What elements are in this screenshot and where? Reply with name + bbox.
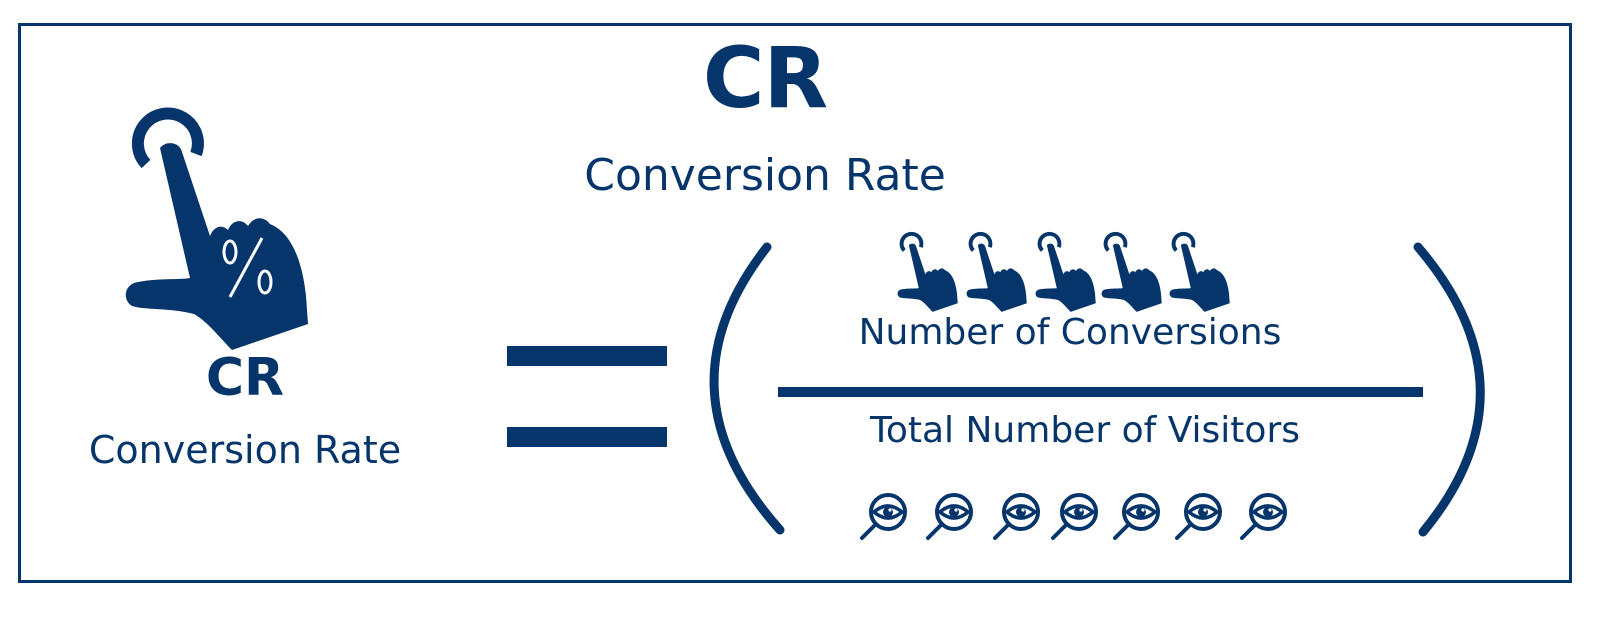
visitor-icons-row	[860, 493, 1287, 540]
numerator-label: Number of Conversions	[858, 312, 1282, 353]
magnifier-eye-icon	[993, 493, 1040, 540]
magnifier-eye-icon	[926, 493, 973, 540]
left-full-name: Conversion Rate	[88, 428, 402, 472]
denominator-label: Total Number of Visitors	[869, 410, 1300, 451]
magnifier-eye-icon	[1051, 493, 1098, 540]
hand-tap-icon	[964, 231, 1029, 314]
magnifier-eye-icon	[860, 493, 907, 540]
hand-tap-icon	[895, 231, 960, 314]
conversion-icons-row	[895, 231, 1232, 314]
fraction-line	[778, 387, 1423, 397]
magnifier-eye-icon	[1240, 493, 1287, 540]
left-abbreviation: CR	[205, 348, 285, 408]
hand-tap-icon	[1167, 231, 1232, 314]
left-parenthesis	[709, 242, 785, 535]
hand-tap-icon	[1099, 231, 1164, 314]
hand-tap-icon	[1033, 231, 1098, 314]
equals-sign-top-bar	[507, 346, 667, 366]
magnifier-eye-icon	[1175, 493, 1222, 540]
title-full-name: Conversion Rate	[584, 150, 946, 201]
equals-sign-bottom-bar	[507, 427, 667, 447]
magnifier-eye-icon	[1113, 493, 1160, 540]
diagram-frame	[18, 23, 1572, 583]
right-parenthesis	[1413, 242, 1485, 537]
title-abbreviation: CR	[702, 29, 828, 127]
